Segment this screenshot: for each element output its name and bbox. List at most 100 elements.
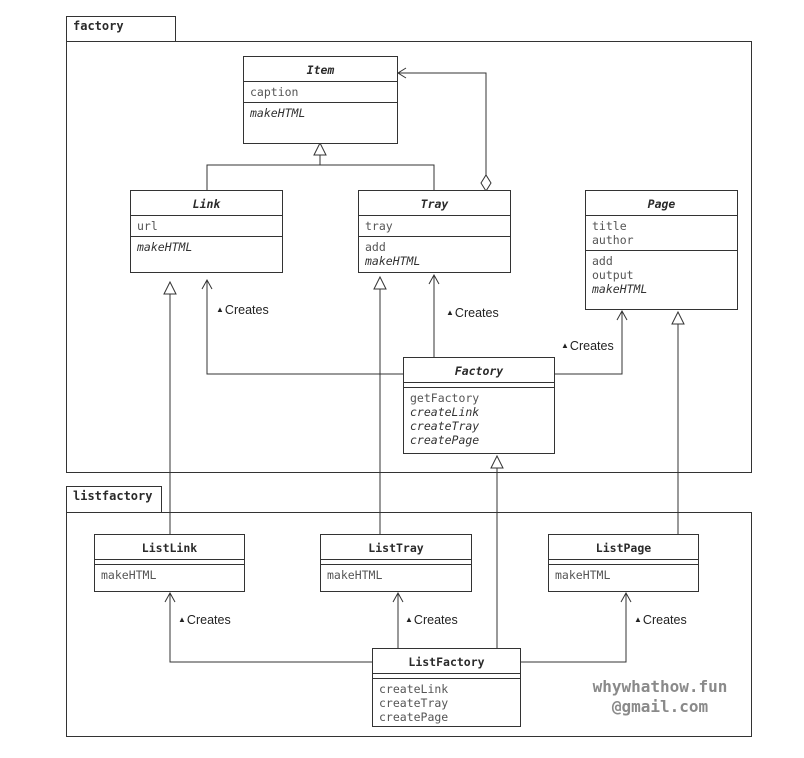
class-name: Page [586,191,737,216]
attributes: url [131,216,282,237]
arrow-creates-listpage [620,591,632,603]
triangle-up-icon: ▲ [405,615,413,624]
method: add [365,240,386,254]
attributes: title author [586,216,737,251]
class-name: ListFactory [373,649,520,674]
class-page[interactable]: Page title author add output makeHTML [585,190,738,310]
attribute: tray [365,219,393,233]
creates-text: Creates [642,613,687,627]
creates-text: Creates [224,303,269,317]
triangle-up-icon: ▲ [634,615,642,624]
method: createLink [379,682,449,696]
method: createPage [379,710,449,724]
attributes [321,560,471,565]
attributes [95,560,244,565]
class-listpage[interactable]: ListPage makeHTML [548,534,699,592]
methods: makeHTML [549,565,698,585]
method: makeHTML [365,254,421,268]
creates-label-listlink: ▲Creates [178,613,231,627]
class-listlink[interactable]: ListLink makeHTML [94,534,245,592]
arrow-creates-listlink [164,591,176,603]
arrow-creates-link [201,278,213,290]
method: createTray [410,419,480,433]
method: makeHTML [555,568,611,582]
generalization-link-item [206,164,320,190]
arrow-creates-listtray [392,591,404,603]
method: add [592,254,613,268]
methods: add output makeHTML [586,251,737,299]
triangle-up-icon: ▲ [446,308,454,317]
listfactory-creates-listlink [169,593,372,663]
class-name: ListPage [549,535,698,560]
watermark: whywhathow.fun @gmail.com [578,677,742,717]
triangle-up-icon: ▲ [561,341,569,350]
class-listtray[interactable]: ListTray makeHTML [320,534,472,592]
creates-text: Creates [569,339,614,353]
arrow-listtray-tray [373,275,387,290]
aggregation-arrow [397,67,407,79]
triangle-up-icon: ▲ [178,615,186,624]
class-name: Link [131,191,282,216]
creates-label-page: ▲Creates [561,339,614,353]
arrow-listlink-link [163,280,177,295]
methods: makeHTML [244,103,397,123]
package-factory [66,41,752,473]
package-tab-listfactory: listfactory [66,486,162,513]
triangle-up-icon: ▲ [216,305,224,314]
arrow-creates-page [616,309,628,321]
package-listfactory [66,512,752,737]
attribute: title [592,219,627,233]
watermark-line-1: whywhathow.fun [592,677,728,696]
listfactory-creates-listpage [521,593,627,663]
attributes: tray [359,216,510,237]
class-name: Factory [404,358,554,383]
arrow-listpage-page [671,310,685,325]
class-listfactory[interactable]: ListFactory createLink createTray create… [372,648,521,727]
creates-label-link: ▲Creates [216,303,269,317]
method: createTray [379,696,449,710]
creates-text: Creates [413,613,458,627]
arrow-creates-tray [428,273,440,285]
method: makeHTML [101,568,157,582]
class-link[interactable]: Link url makeHTML [130,190,283,273]
creates-text: Creates [186,613,231,627]
class-name: Tray [359,191,510,216]
methods: createLink createTray createPage [373,679,520,727]
method: createLink [410,405,480,419]
creates-label-listtray: ▲Creates [405,613,458,627]
class-name: ListTray [321,535,471,560]
attributes [404,383,554,388]
factory-creates-link [206,280,403,375]
class-item[interactable]: Item caption makeHTML [243,56,398,144]
watermark-line-2: @gmail.com [611,697,709,716]
class-tray[interactable]: Tray tray add makeHTML [358,190,511,273]
attribute: author [592,233,634,247]
generalization-arrow-item [313,141,327,156]
attributes: caption [244,82,397,103]
aggregation-tray-item [398,72,487,176]
method: createPage [410,433,480,447]
method: makeHTML [327,568,383,582]
package-tab-factory: factory [66,16,176,42]
class-factory[interactable]: Factory getFactory createLink createTray… [403,357,555,454]
method: makeHTML [592,282,648,296]
method: makeHTML [250,106,306,120]
aggregation-diamond [480,174,492,192]
attributes [549,560,698,565]
methods: makeHTML [95,565,244,585]
class-name: Item [244,57,397,82]
methods: makeHTML [321,565,471,585]
creates-label-listpage: ▲Creates [634,613,687,627]
method: output [592,268,634,282]
method: getFactory [410,391,480,405]
class-name: ListLink [95,535,244,560]
factory-creates-page [555,311,623,375]
methods: getFactory createLink createTray createP… [404,388,554,450]
creates-text: Creates [454,306,499,320]
attribute: caption [250,85,299,99]
attribute: url [137,219,158,233]
method: makeHTML [137,240,193,254]
creates-label-tray: ▲Creates [446,306,499,320]
methods: makeHTML [131,237,282,257]
